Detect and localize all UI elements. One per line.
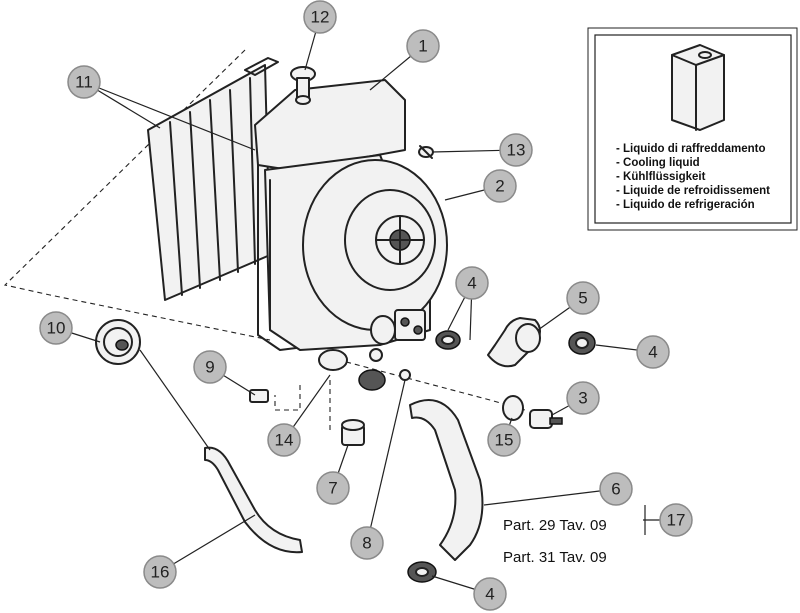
- svg-text:11: 11: [75, 73, 93, 92]
- legend-line-2: - Cooling liquid: [616, 157, 700, 169]
- svg-text:4: 4: [467, 274, 476, 293]
- legend-line-5: - Liquido de refrigeración: [616, 199, 755, 211]
- callout-17: 17: [659, 503, 693, 537]
- callout-1: 1: [406, 29, 440, 63]
- callout-14: 14: [267, 423, 301, 457]
- filler-cap: [290, 66, 316, 105]
- legend-line-3: - Kühlflüssigkeit: [616, 171, 706, 183]
- bolt-9: [249, 389, 269, 403]
- callout-4-right: 4: [636, 335, 670, 369]
- svg-text:4: 4: [485, 585, 494, 604]
- svg-text:13: 13: [507, 141, 526, 160]
- callout-3: 3: [566, 381, 600, 415]
- callout-16: 16: [143, 555, 177, 589]
- svg-text:3: 3: [578, 389, 587, 408]
- svg-text:14: 14: [275, 431, 294, 450]
- screw-13: [418, 145, 434, 159]
- hose-clamp-upper: [435, 330, 461, 350]
- callout-15: 15: [487, 423, 521, 457]
- outlet-fitting: [318, 348, 383, 371]
- callout-2: 2: [483, 169, 517, 203]
- svg-text:9: 9: [205, 358, 214, 377]
- spacer-7: [341, 419, 365, 446]
- mount-bracket: [370, 309, 426, 345]
- hose-clamp-lower-tank: [358, 369, 386, 391]
- callout-6: 6: [599, 472, 633, 506]
- callout-7: 7: [316, 471, 350, 505]
- svg-text:10: 10: [47, 319, 66, 338]
- callout-12: 12: [303, 0, 337, 34]
- hose-clamp-right: [568, 331, 596, 355]
- svg-text:17: 17: [667, 511, 686, 530]
- callout-4-upper: 4: [455, 266, 489, 300]
- legend-line-4: - Liquide de refroidissement: [616, 185, 770, 197]
- hose-16: [204, 446, 303, 554]
- svg-text:2: 2: [495, 177, 504, 196]
- coolant-legend: - Liquido di raffreddamento - Cooling li…: [587, 27, 798, 231]
- svg-text:4: 4: [648, 343, 657, 362]
- coolant-bottle-icon: [671, 44, 725, 131]
- callout-4-bottom: 4: [473, 577, 507, 611]
- reference-part-29: Part. 29 Tav. 09: [503, 517, 607, 534]
- hose-5: [487, 317, 541, 368]
- reference-part-31: Part. 31 Tav. 09: [503, 549, 607, 566]
- svg-text:8: 8: [362, 534, 371, 553]
- callout-5: 5: [566, 281, 600, 315]
- hose-clamp-bottom: [407, 561, 437, 583]
- temperature-sensor: [502, 395, 563, 429]
- svg-text:1: 1: [418, 37, 427, 56]
- callout-9: 9: [193, 350, 227, 384]
- svg-text:5: 5: [578, 289, 587, 308]
- radiator-core: [147, 57, 279, 301]
- radiator-cap: [95, 319, 141, 365]
- svg-text:12: 12: [311, 8, 330, 27]
- fan-shroud: [302, 159, 448, 331]
- svg-text:6: 6: [611, 480, 620, 499]
- callout-11: 11: [67, 65, 101, 99]
- cross-references: Part. 29 Tav. 09 Part. 31 Tav. 09: [503, 517, 607, 566]
- callout-8: 8: [350, 526, 384, 560]
- callout-10: 10: [39, 311, 73, 345]
- svg-text:7: 7: [328, 479, 337, 498]
- svg-text:15: 15: [495, 431, 514, 450]
- callout-13: 13: [499, 133, 533, 167]
- hose-6: [409, 399, 484, 561]
- svg-text:16: 16: [151, 563, 170, 582]
- legend-line-1: - Liquido di raffreddamento: [616, 143, 766, 155]
- screw-8: [399, 369, 411, 381]
